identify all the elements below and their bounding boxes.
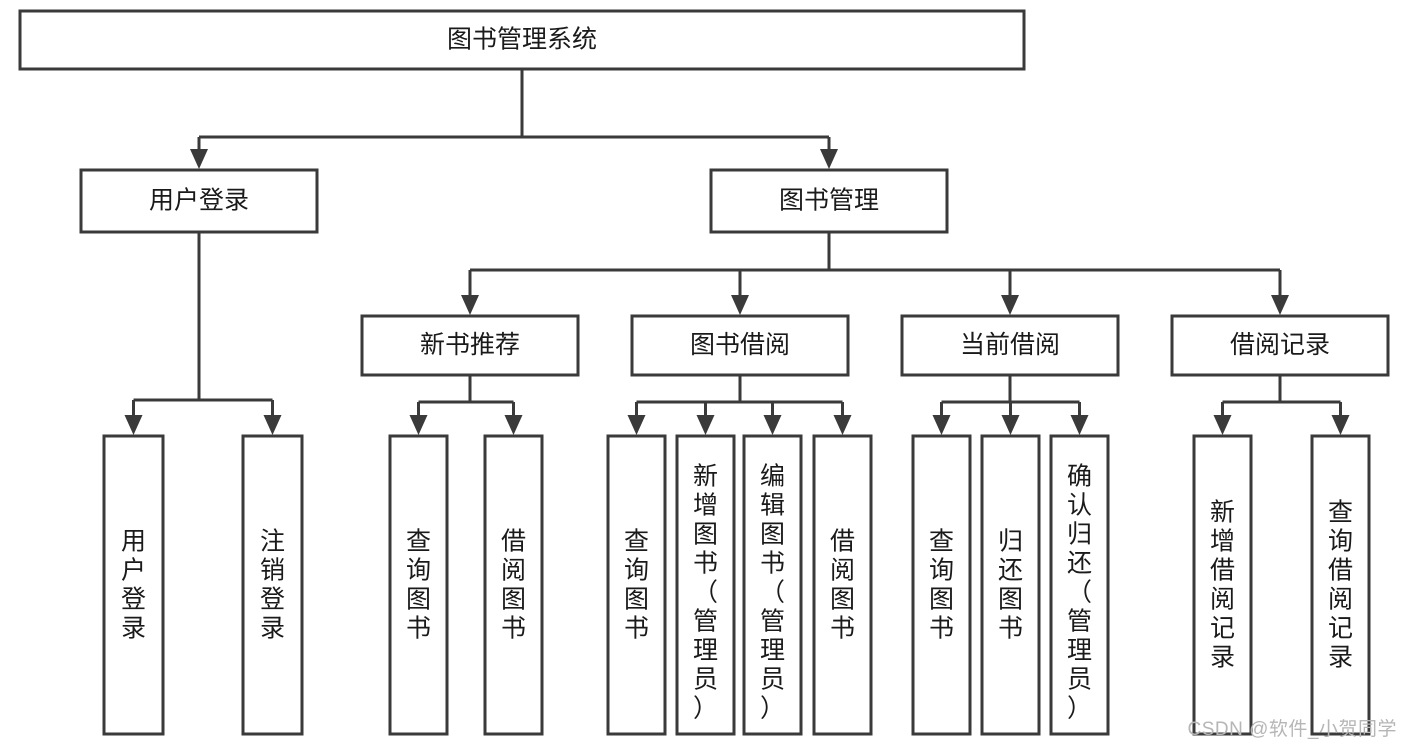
node-borrow[interactable]: 图书借阅 (630, 314, 850, 377)
arrow-head-icon (627, 415, 646, 435)
node-box-borrow[interactable] (630, 314, 850, 377)
connector-group-newbook (409, 375, 523, 435)
node-label-leaf-newbook-1: 查询图书 (406, 528, 431, 643)
node-leaf-current-1[interactable]: 查询图书 (911, 434, 972, 736)
node-label-leaf-borrow-3: 编辑图书（管理员） (760, 463, 785, 723)
arrow-head-icon (696, 415, 715, 435)
node-label-bookmgmt: 图书管理 (779, 187, 879, 215)
arrow-head-icon (820, 149, 838, 169)
node-box-leaf-records-1[interactable] (1192, 434, 1253, 736)
arrow-head-icon (1001, 415, 1020, 435)
node-leaf-borrow-1[interactable]: 查询图书 (606, 434, 667, 736)
arrow-head-icon (1070, 415, 1089, 435)
arrow-head-icon (1001, 295, 1019, 315)
node-box-leaf-records-2[interactable] (1310, 434, 1371, 736)
node-newbook[interactable]: 新书推荐 (360, 314, 580, 377)
arrow-head-icon (461, 295, 479, 315)
arrow-head-icon (504, 415, 523, 435)
connector-group-borrow (627, 375, 852, 435)
node-records[interactable]: 借阅记录 (1170, 314, 1390, 377)
node-login[interactable]: 用户登录 (79, 168, 319, 234)
node-layer: 图书管理系统用户登录图书管理新书推荐图书借阅当前借阅借阅记录用户登录注销登录查询… (18, 9, 1390, 736)
node-label-leaf-borrow-4: 借阅图书 (830, 528, 855, 643)
node-leaf-borrow-3[interactable]: 编辑图书（管理员） (742, 434, 803, 736)
arrow-head-icon (190, 149, 208, 169)
node-label-leaf-current-2: 归还图书 (998, 528, 1023, 643)
node-label-root: 图书管理系统 (447, 26, 597, 54)
node-box-leaf-borrow-1[interactable] (606, 434, 667, 736)
node-box-leaf-current-2[interactable] (980, 434, 1041, 736)
node-leaf-newbook-1[interactable]: 查询图书 (388, 434, 449, 736)
node-leaf-newbook-2[interactable]: 借阅图书 (483, 434, 544, 736)
connector-group-bookmgmt (461, 232, 1289, 315)
node-box-leaf-newbook-1[interactable] (388, 434, 449, 736)
node-leaf-current-3[interactable]: 确认归还（管理员） (1049, 434, 1110, 736)
node-label-leaf-login-1: 用户登录 (121, 528, 146, 643)
arrow-head-icon (263, 415, 282, 435)
node-box-current[interactable] (900, 314, 1120, 377)
node-box-leaf-borrow-2[interactable] (675, 434, 736, 736)
node-label-login: 用户登录 (149, 187, 249, 215)
node-leaf-borrow-2[interactable]: 新增图书（管理员） (675, 434, 736, 736)
csdn-watermark: CSDN @软件_小贺同学 (1187, 719, 1397, 740)
connector-group-login (124, 232, 282, 435)
node-label-leaf-current-1: 查询图书 (929, 528, 954, 643)
node-leaf-records-2[interactable]: 查询借阅记录 (1310, 434, 1371, 736)
arrow-head-icon (1331, 415, 1350, 435)
node-bookmgmt[interactable]: 图书管理 (709, 168, 949, 234)
node-box-records[interactable] (1170, 314, 1390, 377)
node-root[interactable]: 图书管理系统 (18, 9, 1026, 71)
node-box-leaf-current-1[interactable] (911, 434, 972, 736)
node-leaf-login-1[interactable]: 用户登录 (102, 434, 165, 736)
arrow-head-icon (124, 415, 143, 435)
node-box-bookmgmt[interactable] (709, 168, 949, 234)
node-label-records: 借阅记录 (1230, 331, 1330, 359)
arrow-head-icon (833, 415, 852, 435)
node-label-current: 当前借阅 (960, 331, 1060, 359)
connector-group-current (932, 375, 1089, 435)
connector-layer (124, 69, 1350, 435)
node-box-leaf-login-1[interactable] (102, 434, 165, 736)
arrow-head-icon (731, 295, 749, 315)
node-box-leaf-login-2[interactable] (241, 434, 304, 736)
node-label-leaf-newbook-2: 借阅图书 (501, 528, 526, 643)
arrow-head-icon (409, 415, 428, 435)
node-box-login[interactable] (79, 168, 319, 234)
connector-group-records (1213, 375, 1350, 435)
node-current[interactable]: 当前借阅 (900, 314, 1120, 377)
node-box-leaf-current-3[interactable] (1049, 434, 1110, 736)
node-label-leaf-borrow-1: 查询图书 (624, 528, 649, 643)
node-box-root[interactable] (18, 9, 1026, 71)
node-leaf-records-1[interactable]: 新增借阅记录 (1192, 434, 1253, 736)
arrow-head-icon (1213, 415, 1232, 435)
node-box-leaf-borrow-3[interactable] (742, 434, 803, 736)
node-label-borrow: 图书借阅 (690, 331, 790, 359)
node-label-leaf-records-2: 查询借阅记录 (1328, 499, 1353, 672)
arrow-head-icon (763, 415, 782, 435)
node-label-leaf-records-1: 新增借阅记录 (1210, 499, 1235, 672)
node-leaf-borrow-4[interactable]: 借阅图书 (812, 434, 873, 736)
node-label-leaf-current-3: 确认归还（管理员） (1067, 463, 1092, 723)
node-leaf-login-2[interactable]: 注销登录 (241, 434, 304, 736)
connector-group-root (190, 69, 838, 169)
node-box-newbook[interactable] (360, 314, 580, 377)
arrow-head-icon (932, 415, 951, 435)
arrow-head-icon (1271, 295, 1289, 315)
node-label-leaf-login-2: 注销登录 (260, 528, 285, 643)
node-leaf-current-2[interactable]: 归还图书 (980, 434, 1041, 736)
node-label-newbook: 新书推荐 (420, 331, 520, 359)
node-box-leaf-borrow-4[interactable] (812, 434, 873, 736)
node-label-leaf-borrow-2: 新增图书（管理员） (693, 463, 718, 723)
node-box-leaf-newbook-2[interactable] (483, 434, 544, 736)
